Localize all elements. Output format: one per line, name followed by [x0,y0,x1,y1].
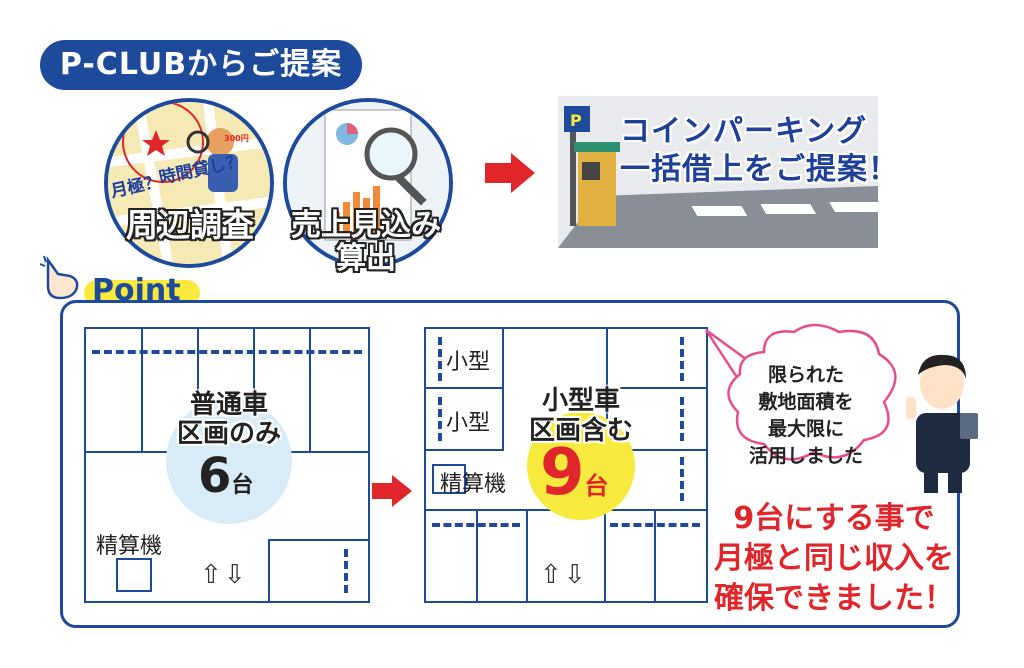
after-count-number: 9 [540,436,585,510]
before-count-circle [166,398,292,524]
speech-bubble [704,323,897,461]
before-title-2: 区画のみ [176,419,281,449]
before-traffic-arrows: ⇧⇩ [200,560,248,590]
before-title-1: 普通車 [189,390,268,420]
after-count: 9台 [540,436,609,510]
before-count-unit: 台 [231,473,254,498]
before-count: 6台 [198,448,253,504]
result-line-1: 9台にする事で [733,501,935,536]
result-line-3: 確保できました！ [714,581,954,616]
svg-text:P: P [570,111,582,130]
before-machine-label: 精算機 [96,534,163,559]
proposal-line-2: 一括借上をご提案！ [620,152,899,187]
after-count-circle [527,412,635,520]
after-machine-box [432,464,466,494]
after-lot [424,327,708,603]
arrow-right-icon [485,153,535,193]
after-count-unit: 台 [584,472,609,500]
parking-lot-illustration: P [558,96,878,248]
survey-sign: 300円 [224,134,249,143]
proposal-line-1: コインパーキング [620,114,868,149]
survey-label: 周辺調査 [125,206,254,244]
estimate-label-2: 算出 [336,241,396,276]
after-small-2: 小型 [446,411,491,436]
after-title-2: 区画含む [528,416,633,446]
pointing-hand-icon [40,255,79,300]
staff-illustration [906,354,978,493]
after-small-1: 小型 [446,350,491,375]
after-traffic-arrows: ⇧⇩ [540,560,588,590]
before-machine-box [116,558,152,592]
page-title: P-CLUBからご提案 [40,40,362,90]
arrow-right-icon [372,475,412,507]
estimate-label-1: 売上見込み [291,208,441,243]
bubble-line-2: 敷地面積を [758,391,854,413]
map-illustration [108,102,270,264]
before-count-number: 6 [198,448,232,504]
bubble-line-1: 限られた [767,364,844,386]
coin-parking-photo: P [558,96,878,248]
report-illustration [287,102,449,264]
after-machine-label: 精算機 [440,472,507,497]
survey-illustration [104,98,274,268]
result-line-2: 月極と同じ収入を [714,541,954,576]
estimate-illustration [283,98,453,268]
bubble-line-3: 最大限に [767,418,844,440]
bubble-line-4: 活用しました [748,445,863,467]
after-title-1: 小型車 [541,386,620,416]
